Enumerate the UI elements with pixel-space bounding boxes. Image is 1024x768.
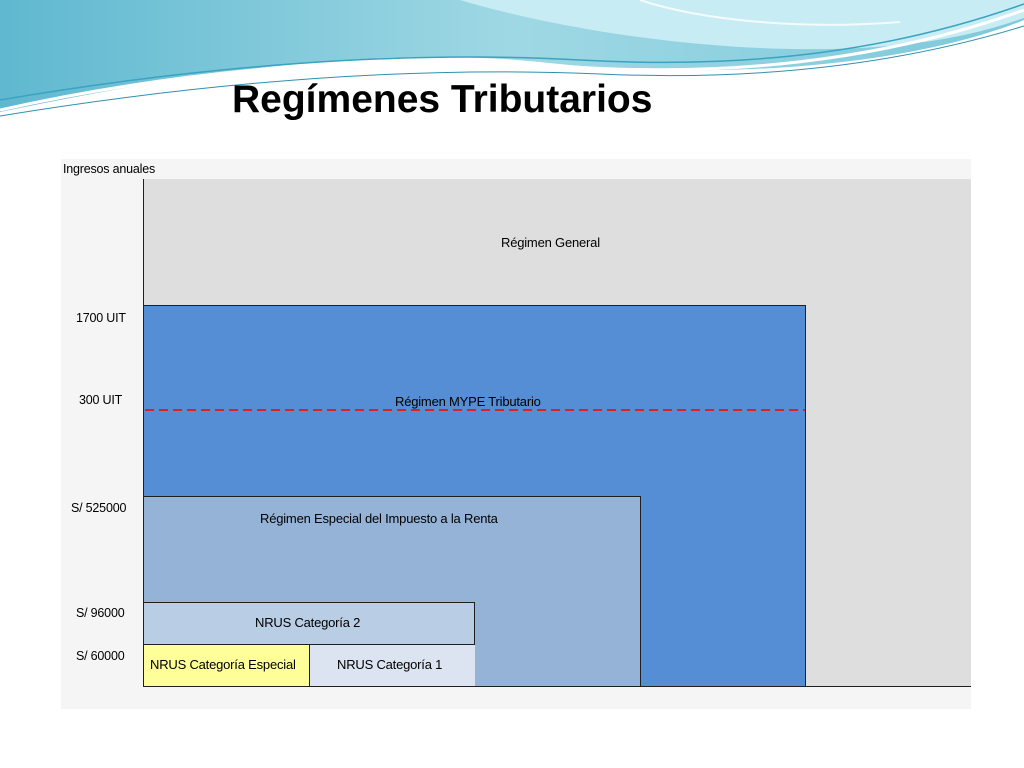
header-wave-decoration <box>0 0 1024 117</box>
regimen-general-label: Régimen General <box>501 235 600 250</box>
regimen-rer-label: Régimen Especial del Impuesto a la Renta <box>260 511 498 526</box>
y-label-525000: S/ 525000 <box>71 501 127 515</box>
slide-subtitle: Régimen MYPE Tributario - Ubicación actu… <box>230 123 824 156</box>
y-axis-line <box>143 179 144 687</box>
x-axis-line <box>143 686 971 687</box>
threshold-300-uit-line <box>145 409 805 411</box>
y-label-1700-uit: 1700 UIT <box>76 311 126 325</box>
slide-title: Regímenes Tributarios <box>232 78 653 121</box>
regimes-diagram: Régimen General Régimen MYPE Tributario … <box>61 159 971 709</box>
nrus-categoria-1-area <box>309 644 475 687</box>
y-axis-title: Ingresos anuales <box>63 162 156 176</box>
y-label-96000: S/ 96000 <box>76 606 125 620</box>
nrus-categoria-2-label: NRUS Categoría 2 <box>255 615 361 630</box>
nrus-categoria-especial-area <box>144 644 310 687</box>
nrus-categoria-1-label: NRUS Categoría 1 <box>337 657 443 672</box>
y-label-300-uit: 300 UIT <box>79 393 123 407</box>
y-label-60000: S/ 60000 <box>76 649 125 663</box>
nrus-categoria-especial-label: NRUS Categoría Especial <box>150 657 296 672</box>
regimen-mype-label: Régimen MYPE Tributario <box>395 394 541 409</box>
